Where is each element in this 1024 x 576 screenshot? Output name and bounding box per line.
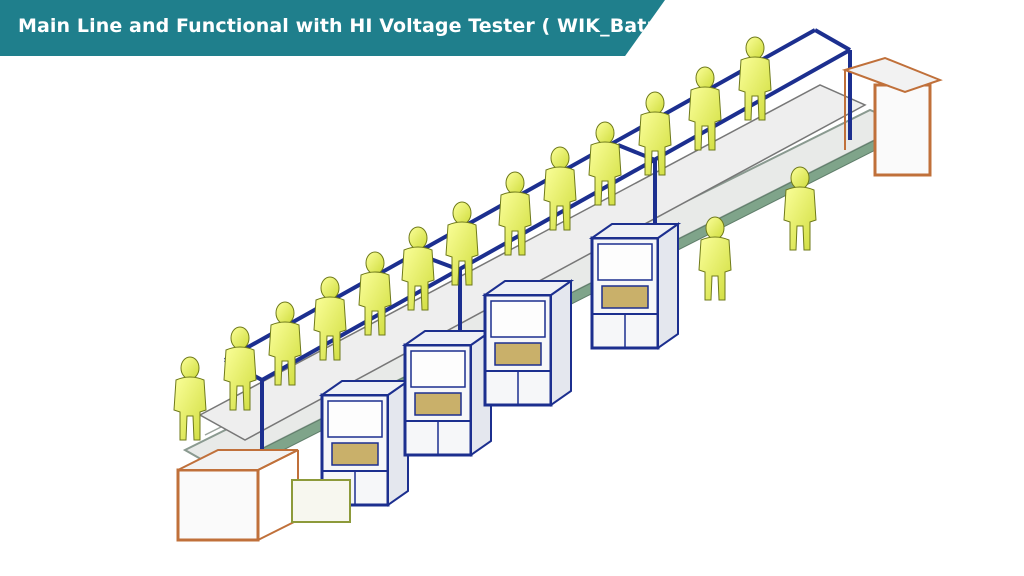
front-trolley — [176, 449, 351, 542]
slide-title: Main Line and Functional with HI Voltage… — [18, 15, 695, 37]
rear-trolley — [841, 56, 943, 177]
title-banner: Main Line and Functional with HI Voltage… — [0, 0, 665, 56]
